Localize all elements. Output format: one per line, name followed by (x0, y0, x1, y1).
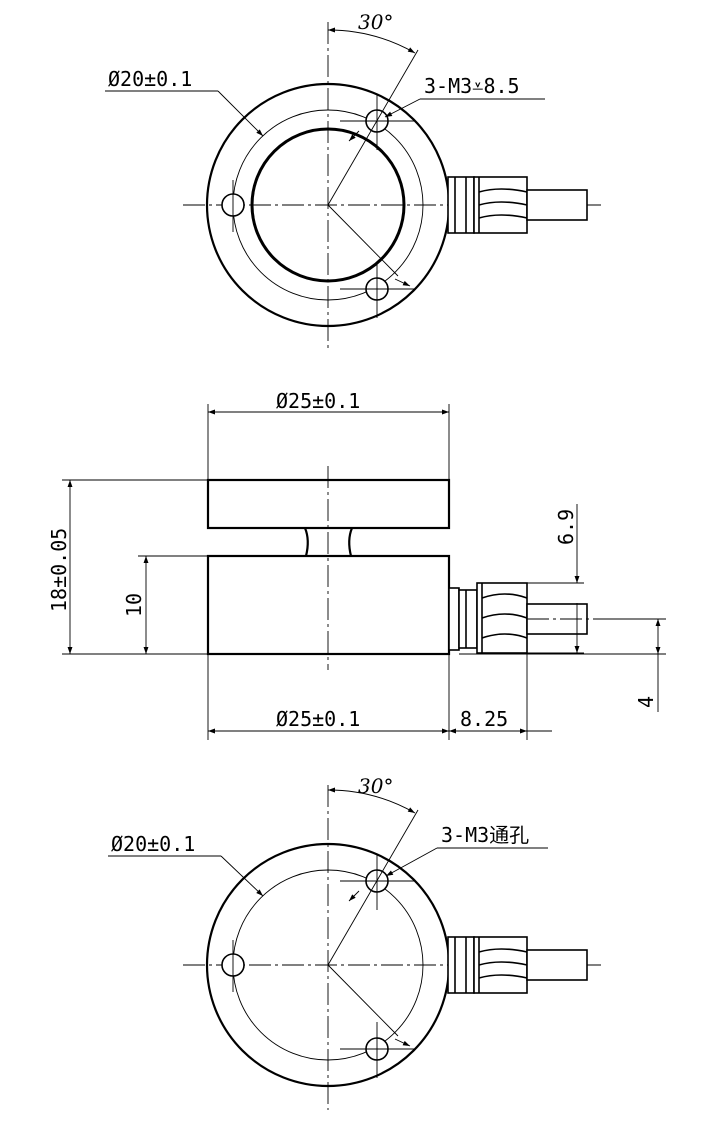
side-cable-height-label: 6.9 (554, 509, 578, 545)
bottom-mounting-holes (221, 855, 414, 1078)
side-cable-offset-label: 4 (634, 696, 658, 708)
side-cable-connector (448, 582, 606, 654)
side-connector-length-label: 8.25 (460, 707, 508, 731)
side-base-height-label: 10 (122, 593, 146, 617)
bottom-hole-label: 3-M3通孔 (441, 823, 529, 847)
bottom-angle-arc (327, 787, 416, 814)
side-total-height-label: 18±0.05 (47, 528, 71, 612)
bottom-diameter-label: Ø20±0.1 (111, 832, 195, 856)
bottom-cable-connector (447, 936, 588, 994)
side-neck (303, 527, 354, 557)
side-base (206, 554, 451, 656)
side-top-diameter-label: Ø25±0.1 (276, 389, 360, 413)
bottom-view: 30° Ø20±0.1 3-M3通孔 (108, 774, 602, 1110)
top-cable-connector (447, 176, 588, 234)
top-inner-button-circle (250, 127, 406, 283)
bottom-angle-label: 30° (358, 774, 393, 798)
top-mounting-holes (221, 95, 414, 318)
side-bottom-diameter-label: Ø25±0.1 (276, 707, 360, 731)
side-top-disc (206, 478, 451, 530)
top-hole-label: 3-M3⩡8.5 (424, 74, 520, 98)
top-view: 30° Ø20±0.1 3-M3⩡8.5 (105, 10, 602, 350)
side-view: Ø25±0.1 18±0.05 10 (47, 389, 666, 740)
top-angle-label: 30° (358, 10, 393, 34)
top-angle-arc (327, 27, 416, 54)
top-diameter-label: Ø20±0.1 (108, 67, 192, 91)
